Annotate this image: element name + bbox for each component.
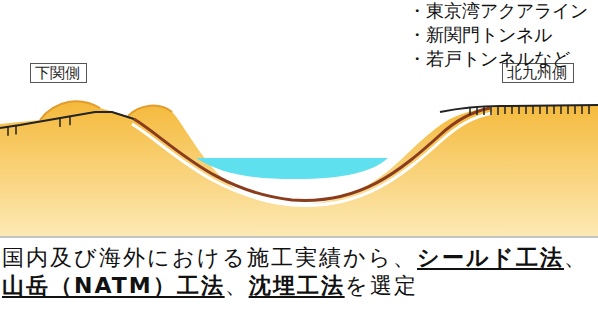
example-item: ・東京湾アクアライン xyxy=(408,0,588,22)
method-name: シールド工法 xyxy=(417,245,564,270)
example-item: ・新関門トンネル xyxy=(408,24,552,46)
pier xyxy=(588,106,590,114)
pier xyxy=(518,106,520,114)
conclusion-text: 国内及び海外における施工実績から、シールド工法、山岳（NATM）工法、沈埋工法を… xyxy=(2,244,596,300)
pier xyxy=(553,106,555,114)
pier xyxy=(483,107,485,115)
pier xyxy=(69,116,71,125)
ground xyxy=(0,101,598,236)
sea-water xyxy=(196,158,388,179)
pier xyxy=(511,106,513,114)
pier xyxy=(546,106,548,114)
sentence-part: を選定 xyxy=(345,273,418,298)
pier xyxy=(525,106,527,114)
pier xyxy=(476,107,478,115)
pier xyxy=(581,106,583,114)
bridge-piers xyxy=(8,106,589,136)
side-label: 下関側 xyxy=(35,64,82,82)
pier xyxy=(59,118,61,127)
pier xyxy=(490,107,492,115)
sentence-part: 国内及び海外における施工実績から、 xyxy=(2,245,417,270)
tunnel-line xyxy=(134,108,490,200)
method-name: 山岳（NATM）工法 xyxy=(2,273,225,298)
example-item: ・若戸トンネルなど xyxy=(408,48,570,70)
pier xyxy=(504,106,506,114)
divider-line xyxy=(0,237,598,238)
tunnel-lining xyxy=(132,113,492,205)
sentence-part: 、 xyxy=(225,273,249,298)
pier xyxy=(567,106,569,114)
pier xyxy=(539,106,541,114)
pier xyxy=(7,127,9,136)
pier xyxy=(574,106,576,114)
side-label-box: 下関側 xyxy=(30,63,87,83)
pier xyxy=(560,106,562,114)
pier xyxy=(469,107,471,115)
method-name: 沈埋工法 xyxy=(249,273,345,298)
sentence-part: 、 xyxy=(564,245,588,270)
pier xyxy=(15,126,17,135)
railway-left xyxy=(0,112,134,128)
pier xyxy=(532,106,534,114)
pier xyxy=(497,107,499,115)
